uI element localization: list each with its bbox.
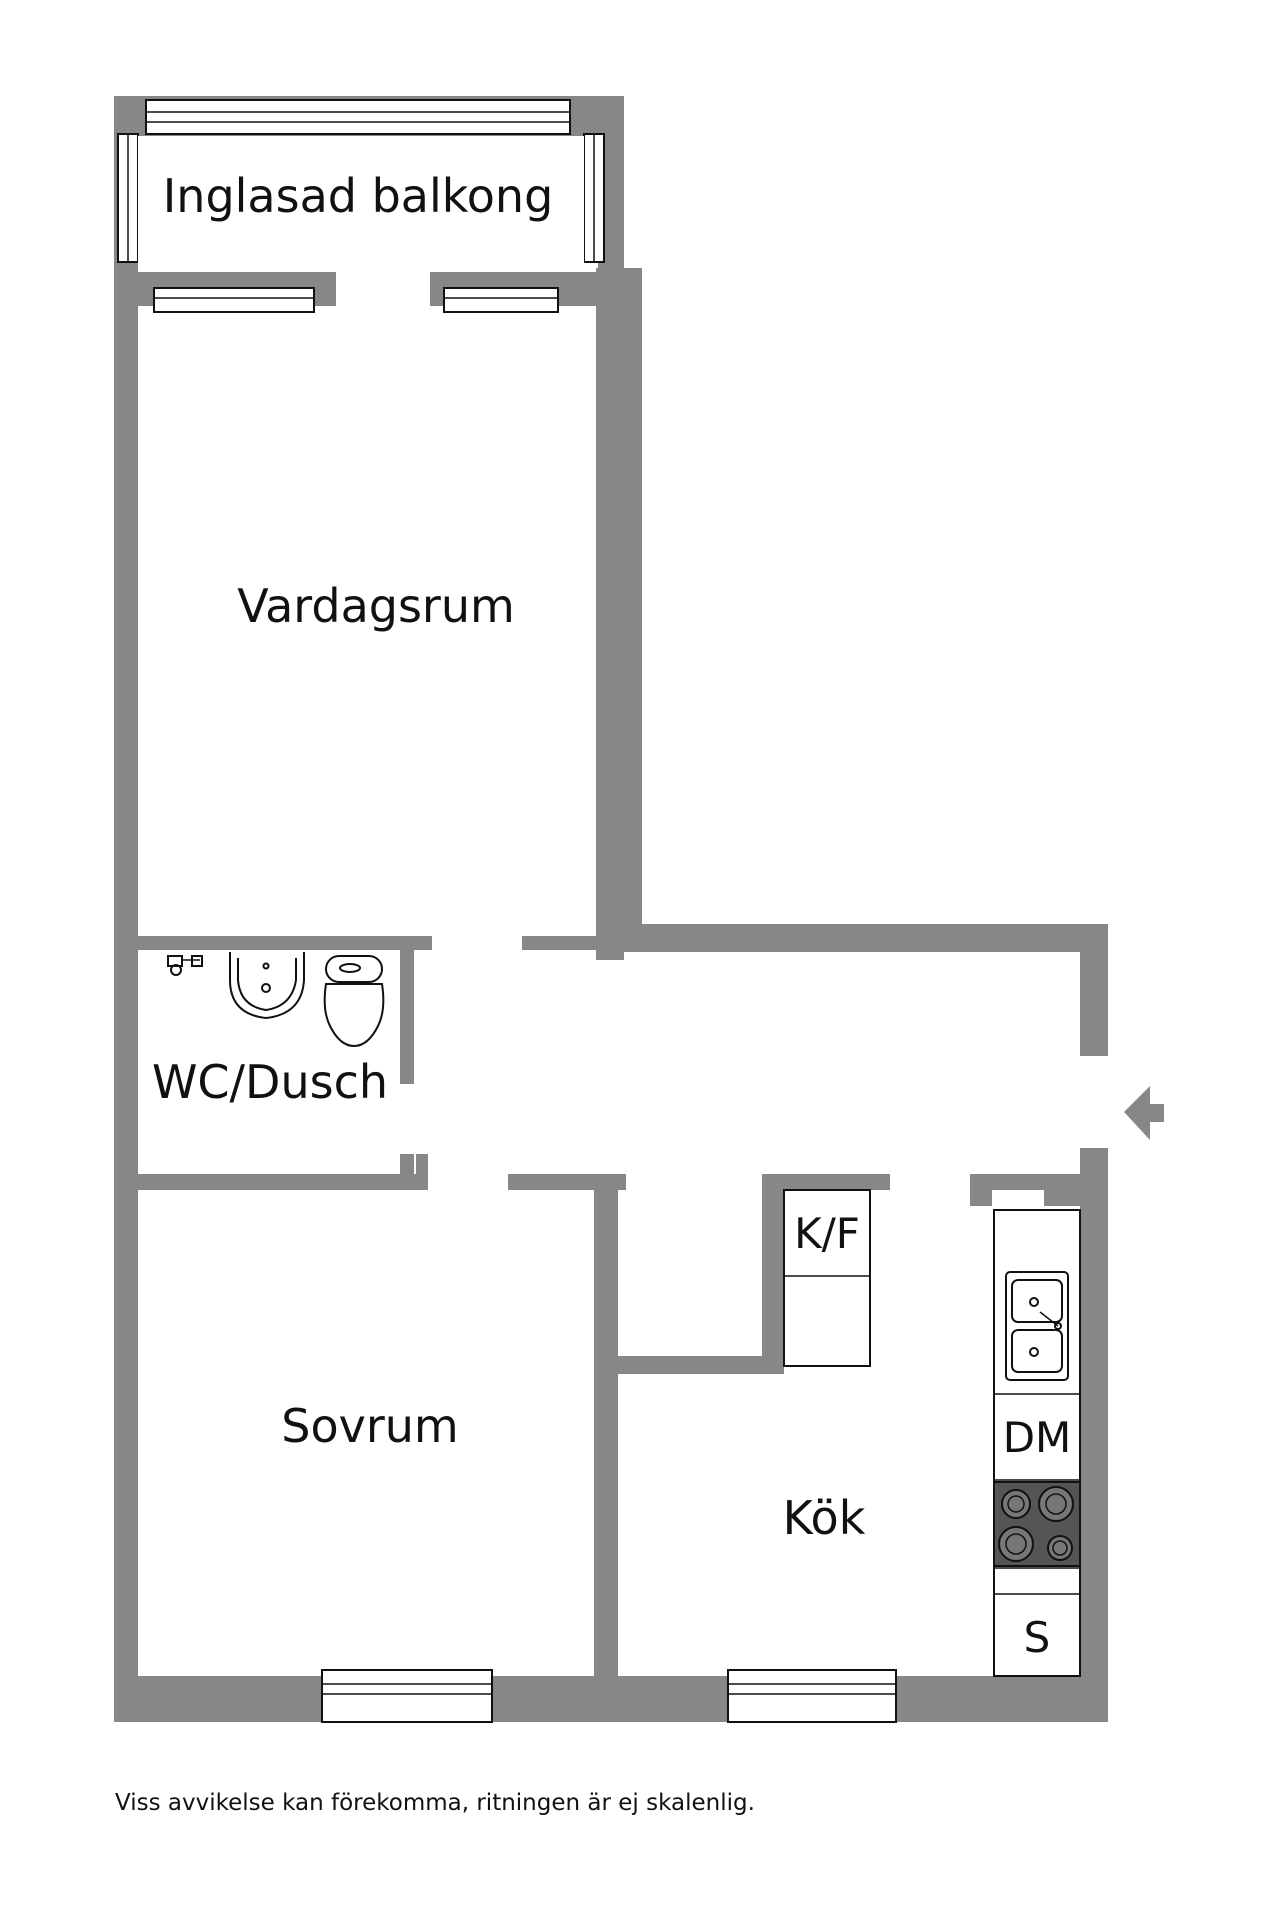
stove-icon [993, 1481, 1081, 1567]
balcony-top-window [145, 99, 571, 135]
wc-label: WC/Dusch [152, 1055, 388, 1109]
fridge-freezer-unit [783, 1189, 871, 1367]
living-room-balcony-window-right [443, 287, 559, 313]
walls [114, 268, 1108, 1722]
washbasin-icon [229, 952, 305, 1020]
disclaimer-note: Viss avvikelse kan förekomma, ritningen … [115, 1790, 755, 1816]
balcony-right-window [583, 133, 605, 263]
kitchen-sink-icon [1005, 1271, 1069, 1381]
entrance-arrow-icon [1124, 1086, 1164, 1140]
kitchen-window [727, 1669, 897, 1723]
fridge-freezer-label: K/F [794, 1209, 860, 1258]
balcony-left-window [117, 133, 139, 263]
toilet-icon [323, 955, 385, 1048]
dishwasher-label: DM [1003, 1413, 1072, 1462]
kitchen-label: Kök [783, 1491, 866, 1545]
living-room-label: Vardagsrum [237, 579, 515, 633]
kitchen-counter [993, 1209, 1081, 1677]
living-room-balcony-window-left [153, 287, 315, 313]
balcony-label: Inglasad balkong [163, 169, 554, 223]
bedroom-window [321, 1669, 493, 1723]
bedroom-label: Sovrum [281, 1399, 458, 1453]
cabinet-label: S [1024, 1613, 1051, 1662]
faucet-icon [167, 955, 203, 976]
